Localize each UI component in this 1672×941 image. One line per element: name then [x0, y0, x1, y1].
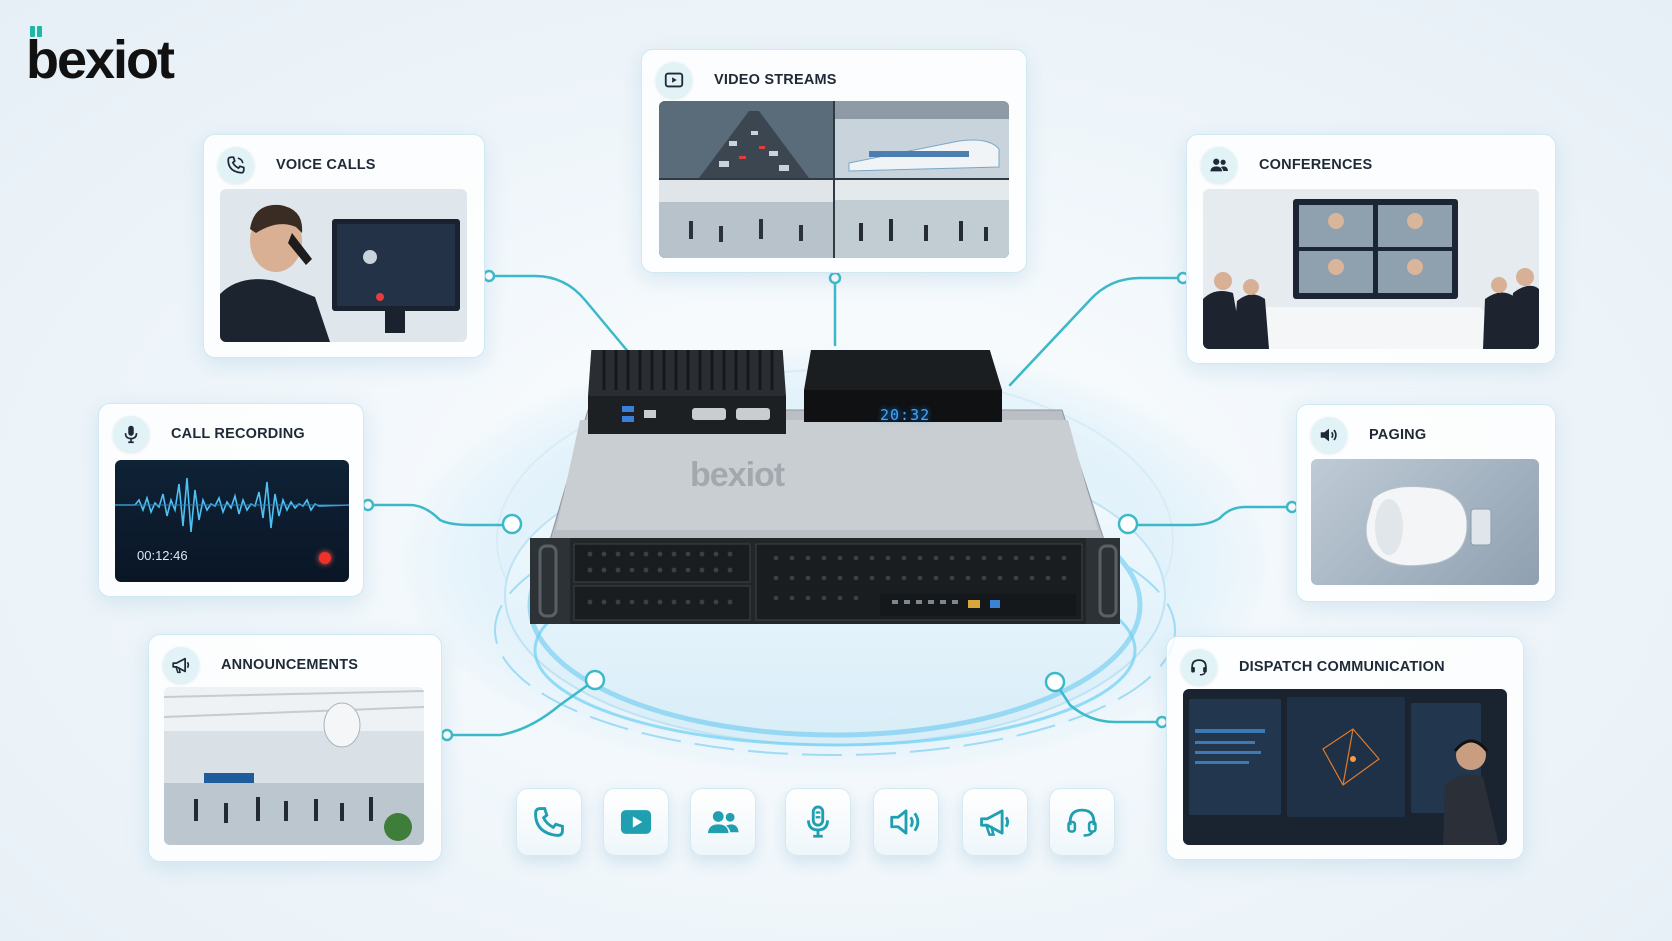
card-header: PAGING: [1311, 417, 1426, 453]
card-header: CONFERENCES: [1201, 147, 1372, 183]
wire-paging: [1126, 505, 1294, 527]
speaker-icon: [890, 809, 920, 835]
set-top-box: [804, 350, 1002, 422]
logo-wordmark: bexiot: [26, 30, 175, 90]
card-paging[interactable]: PAGING: [1296, 404, 1556, 602]
feature-icon-recording[interactable]: [785, 788, 851, 856]
wire-announcements: [445, 678, 597, 737]
card-call-recording[interactable]: CALL RECORDING 00:12:46: [98, 403, 364, 597]
microphone-icon: [113, 416, 149, 452]
chassis-brand-mark: bexiot: [690, 456, 785, 494]
conference-room-image: [1203, 189, 1539, 349]
play-button-icon: [620, 810, 652, 834]
card-title: VIDEO STREAMS: [714, 72, 837, 88]
fanless-mini-pc: [588, 350, 786, 434]
voice-call-operator-image: [220, 189, 467, 342]
card-header: DISPATCH COMMUNICATION: [1181, 649, 1445, 685]
rack-vent-grille: [573, 543, 1083, 621]
card-dispatch-communication[interactable]: DISPATCH COMMUNICATION: [1166, 636, 1524, 860]
card-header: ANNOUNCEMENTS: [163, 647, 358, 683]
wire-dispatch: [1053, 680, 1164, 724]
headset-icon: [1181, 649, 1217, 685]
card-title: CONFERENCES: [1259, 157, 1373, 173]
logo-mark: [30, 26, 44, 38]
recording-waveform-panel: 00:12:46: [115, 460, 349, 582]
video-wall-image: [659, 101, 1009, 258]
video-tile-train: [835, 101, 1009, 178]
terminal-hall-image: [164, 687, 424, 845]
audio-waveform: [115, 477, 349, 533]
dispatch-console-image: [1183, 689, 1507, 845]
feature-icon-phone[interactable]: [516, 788, 582, 856]
megaphone-icon: [163, 647, 199, 683]
feature-icon-video[interactable]: [603, 788, 669, 856]
paging-speaker-image: [1311, 459, 1539, 585]
feature-icon-dispatch[interactable]: [1049, 788, 1115, 856]
megaphone-icon: [980, 809, 1010, 836]
device-clock-display: 20:32: [880, 406, 931, 424]
headset-icon: [1067, 808, 1097, 837]
central-server-stack: [530, 350, 1120, 624]
card-announcements[interactable]: ANNOUNCEMENTS: [148, 634, 442, 862]
video-tile-traffic: [659, 101, 833, 178]
group-icon: [1201, 147, 1237, 183]
wire-conferences: [1008, 276, 1185, 387]
card-title: ANNOUNCEMENTS: [221, 657, 359, 673]
feature-icon-announcement[interactable]: [962, 788, 1028, 856]
card-conferences[interactable]: CONFERENCES: [1186, 134, 1556, 364]
phone-icon: [218, 147, 254, 183]
card-title: PAGING: [1369, 427, 1427, 443]
speaker-icon: [1311, 417, 1347, 453]
card-header: VIDEO STREAMS: [656, 62, 837, 98]
recording-timer: 00:12:46: [137, 548, 188, 563]
wire-voice-calls: [487, 274, 637, 362]
play-button-icon: [656, 62, 692, 98]
microphone-icon: [807, 805, 829, 838]
card-video-streams[interactable]: VIDEO STREAMS: [641, 49, 1027, 273]
card-header: VOICE CALLS: [218, 147, 376, 183]
feature-icon-conference[interactable]: [690, 788, 756, 856]
video-tile-concourse: [835, 180, 1009, 258]
video-tile-hall: [659, 180, 833, 258]
card-header: CALL RECORDING: [113, 416, 305, 452]
card-voice-calls[interactable]: VOICE CALLS: [203, 134, 485, 358]
group-icon: [707, 811, 739, 834]
card-title: VOICE CALLS: [276, 157, 376, 173]
wire-call-recording: [366, 503, 514, 527]
card-title: CALL RECORDING: [171, 426, 305, 442]
feature-icon-paging[interactable]: [873, 788, 939, 856]
brand-logo: bexiot: [26, 24, 226, 88]
phone-icon: [534, 807, 564, 837]
card-title: DISPATCH COMMUNICATION: [1239, 659, 1445, 675]
recording-indicator-dot: [319, 552, 331, 564]
